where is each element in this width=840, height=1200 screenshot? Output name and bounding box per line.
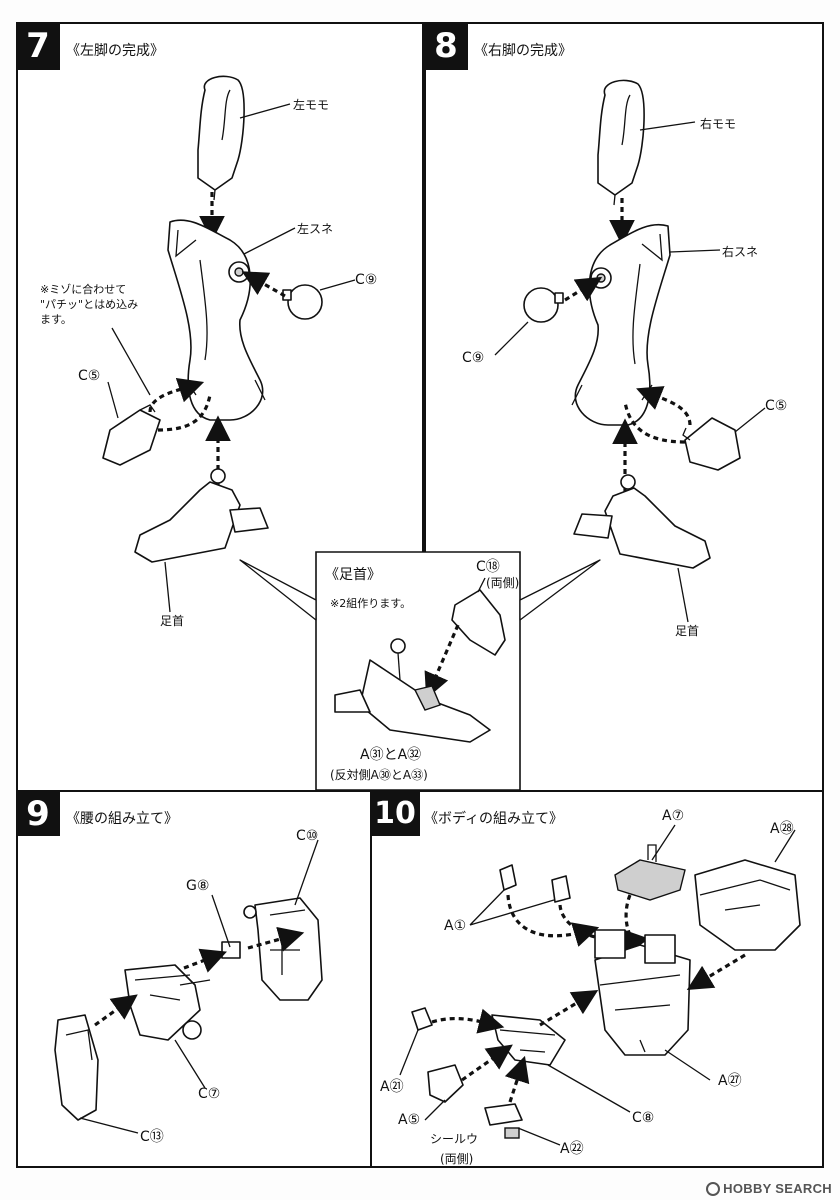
label-a21: A㉑ <box>380 1079 404 1095</box>
label-g8: G⑧ <box>186 878 210 894</box>
a5-part <box>427 1064 464 1103</box>
step-7-title: 《左脚の完成》 <box>66 43 164 59</box>
ankle-inset-title: 《足首》 <box>325 567 381 583</box>
a28-part <box>694 859 801 951</box>
step-7-number: 7 <box>16 22 60 70</box>
label-c5-right: C⑤ <box>765 398 788 414</box>
label-c5-left: C⑤ <box>78 368 101 384</box>
label-a7: A⑦ <box>662 808 685 824</box>
right-shin-part <box>571 223 671 426</box>
label-c18: C⑱ <box>476 559 500 575</box>
step-10-number: 10 <box>370 790 420 836</box>
c13-part <box>54 1014 99 1121</box>
label-opposite-side-parts: (反対側A㉚とA㉝) <box>330 768 428 782</box>
label-c10: C⑩ <box>296 828 319 844</box>
label-right-ankle: 足首 <box>675 624 700 638</box>
a22-part <box>484 1103 523 1139</box>
label-c8: C⑧ <box>632 1110 655 1126</box>
label-right-shin: 右スネ <box>722 245 759 259</box>
label-a5: A⑤ <box>398 1112 421 1128</box>
label-a28: A㉘ <box>770 821 794 837</box>
c7-part <box>124 964 211 1041</box>
left-ankle-part <box>134 468 269 563</box>
c10-part <box>243 897 323 1001</box>
right-thigh-part <box>597 79 645 206</box>
label-c7: C⑦ <box>198 1086 221 1102</box>
a1-parts <box>499 864 571 903</box>
ankle-inset-box <box>239 551 601 791</box>
watermark-text: HOBBY SEARCH <box>723 1181 832 1196</box>
label-seal: シールウ <box>430 1132 479 1146</box>
ankle-inset-note: ※2組作ります。 <box>330 597 412 610</box>
label-a1: A① <box>444 918 467 934</box>
right-ankle-part <box>573 474 711 569</box>
label-seal-both-sides: (両側) <box>440 1152 474 1166</box>
label-left-ankle: 足首 <box>160 614 185 628</box>
g8-part <box>221 941 241 959</box>
step-8-title: 《右脚の完成》 <box>474 43 572 59</box>
label-a27: A㉗ <box>718 1073 742 1089</box>
a21-part <box>411 1007 433 1031</box>
step-8-number: 8 <box>424 22 468 70</box>
c8-part <box>491 1014 566 1066</box>
a27-part <box>594 929 691 1056</box>
c5-part-left <box>102 404 161 466</box>
left-thigh-part <box>197 75 245 201</box>
label-c13: C⑬ <box>140 1129 164 1145</box>
label-c18-both-sides: (両側) <box>486 576 520 590</box>
label-c9-left: C⑨ <box>355 272 378 288</box>
a7-part <box>614 844 686 901</box>
step-10-title: 《ボディの組み立て》 <box>424 811 564 827</box>
watermark: HOBBY SEARCH <box>706 1181 832 1196</box>
label-right-thigh: 右モモ <box>700 117 737 131</box>
watermark-logo-icon <box>706 1182 721 1196</box>
note-groove-fit: ※ミゾに合わせて "パチッ"とはめ込み ます。 <box>40 283 139 326</box>
label-left-thigh: 左モモ <box>293 98 330 112</box>
label-left-shin: 左スネ <box>297 222 334 236</box>
step-9-number: 9 <box>16 790 60 836</box>
label-a31-a32: A㉛とA㉜ <box>360 747 422 763</box>
c9-part-right <box>523 287 564 323</box>
c9-part-left <box>282 284 323 320</box>
label-c9-right: C⑨ <box>462 350 485 366</box>
c5-part-right <box>682 417 741 471</box>
step-9-title: 《腰の組み立て》 <box>66 811 178 827</box>
label-a22: A㉒ <box>560 1141 584 1157</box>
